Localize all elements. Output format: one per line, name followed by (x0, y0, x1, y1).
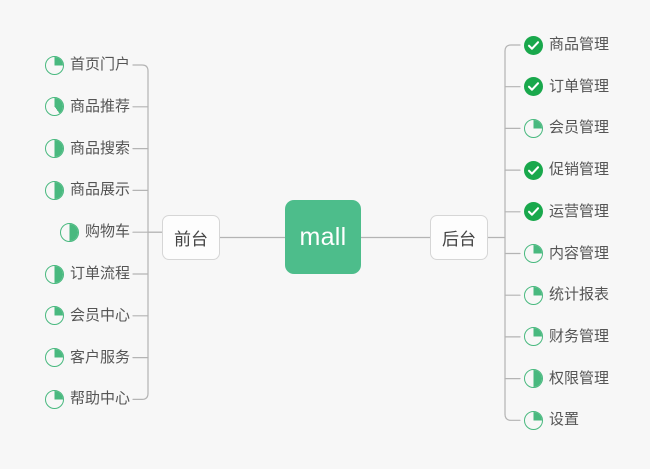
leaf-item-label: 运营管理 (549, 202, 610, 220)
leaf-item-left-2[interactable]: 商品搜索 (44, 138, 130, 160)
leaf-item-label: 首页门户 (69, 56, 130, 73)
leaf-item-label: 订单流程 (69, 265, 130, 282)
leaf-item-label: 设置 (549, 411, 580, 429)
root-node-mall[interactable]: mall (285, 200, 361, 274)
leaf-item-label: 会员管理 (549, 119, 610, 137)
leaf-item-right-5[interactable]: 内容管理 (524, 243, 609, 265)
progress-circle-icon (44, 389, 64, 409)
check-circle-icon (524, 202, 543, 222)
root-node-label: mall (299, 222, 347, 251)
leaf-item-right-7[interactable]: 财务管理 (524, 326, 609, 348)
leaf-item-label: 内容管理 (549, 244, 610, 262)
leaf-item-label: 商品推荐 (69, 97, 130, 115)
progress-circle-icon (524, 285, 543, 305)
leaf-item-label: 客户服务 (69, 348, 130, 366)
progress-circle-icon (44, 139, 64, 159)
leaf-item-left-1[interactable]: 商品推荐 (44, 96, 130, 118)
leaf-item-right-1[interactable]: 订单管理 (524, 76, 609, 98)
leaf-item-label: 权限管理 (549, 369, 610, 387)
leaf-item-right-9[interactable]: 设置 (524, 409, 579, 431)
leaf-item-left-6[interactable]: 会员中心 (44, 305, 130, 327)
progress-circle-icon (44, 180, 64, 200)
check-circle-icon (524, 160, 543, 180)
check-circle-icon (524, 77, 543, 97)
progress-circle-icon (44, 264, 64, 284)
leaf-item-label: 订单管理 (549, 77, 610, 95)
leaf-item-left-7[interactable]: 客户服务 (44, 347, 130, 369)
progress-circle-icon (44, 306, 64, 326)
progress-circle-icon (524, 369, 543, 389)
leaf-item-label: 购物车 (84, 223, 130, 241)
progress-circle-icon (44, 55, 64, 75)
check-circle-icon (524, 35, 543, 55)
leaf-item-label: 商品管理 (549, 36, 610, 53)
leaf-item-left-8[interactable]: 帮助中心 (44, 388, 130, 410)
leaf-item-label: 促销管理 (549, 161, 610, 179)
progress-circle-icon (44, 348, 64, 368)
branch-node-frontend[interactable]: 前台 (162, 215, 220, 260)
left-branch-stub-0 (132, 64, 149, 72)
branch-node-backend[interactable]: 后台 (430, 215, 488, 260)
right-branch-stub-9 (504, 413, 521, 421)
leaf-item-right-2[interactable]: 会员管理 (524, 117, 609, 139)
leaf-item-left-4[interactable]: 购物车 (59, 221, 130, 243)
progress-circle-icon (524, 327, 543, 347)
leaf-item-right-0[interactable]: 商品管理 (524, 34, 609, 56)
leaf-item-label: 会员中心 (69, 306, 130, 324)
leaf-item-left-0[interactable]: 首页门户 (44, 54, 130, 76)
leaf-item-right-8[interactable]: 权限管理 (524, 368, 609, 390)
leaf-item-label: 帮助中心 (69, 390, 130, 408)
leaf-item-right-3[interactable]: 促销管理 (524, 159, 609, 181)
branch-node-frontend-label: 前台 (174, 230, 208, 249)
leaf-item-label: 统计报表 (549, 286, 610, 304)
progress-circle-icon (524, 410, 543, 430)
progress-circle-icon (59, 222, 79, 242)
leaf-item-label: 商品搜索 (69, 139, 130, 157)
leaf-item-left-3[interactable]: 商品展示 (44, 179, 130, 201)
leaf-item-right-4[interactable]: 运营管理 (524, 201, 609, 223)
leaf-item-label: 商品展示 (69, 181, 130, 199)
progress-circle-icon (524, 244, 543, 263)
leaf-item-label: 财务管理 (549, 327, 610, 345)
right-branch-stub-0 (504, 44, 521, 52)
left-branch-stub-8 (132, 392, 149, 400)
leaf-item-right-6[interactable]: 统计报表 (524, 284, 609, 306)
branch-node-backend-label: 后台 (442, 230, 476, 249)
leaf-item-left-5[interactable]: 订单流程 (44, 263, 130, 285)
progress-circle-icon (524, 118, 543, 138)
progress-circle-icon (44, 97, 64, 117)
